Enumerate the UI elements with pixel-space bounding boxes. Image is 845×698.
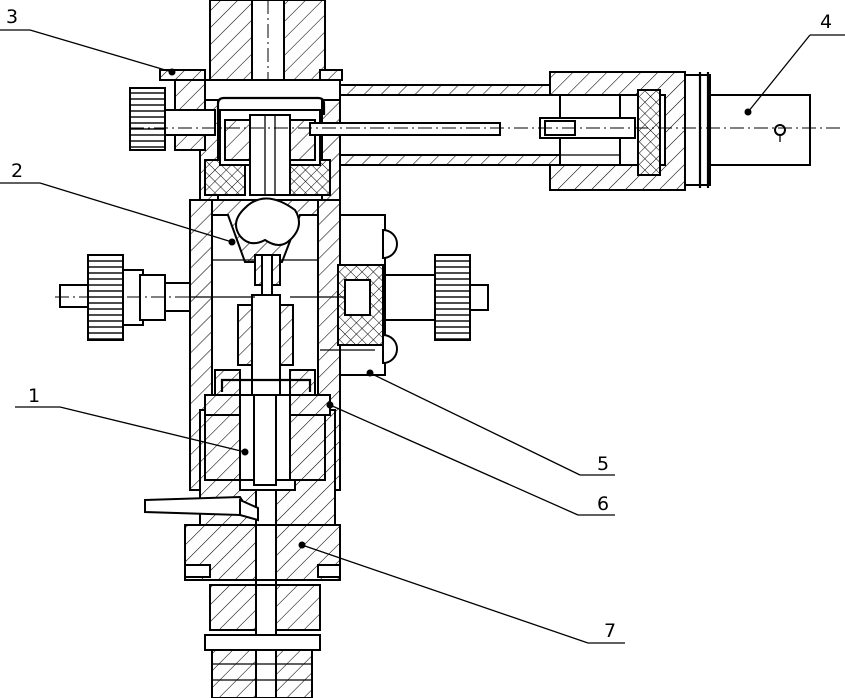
leader-lines <box>0 29 845 644</box>
upper-chamber <box>199 79 341 201</box>
callout-1: 1 <box>28 385 40 407</box>
callout-4: 4 <box>820 11 832 33</box>
callout-2: 2 <box>11 160 23 182</box>
sample-funnel <box>211 197 319 263</box>
needle-assembly <box>204 254 331 486</box>
callout-5: 5 <box>597 453 609 475</box>
callout-3: 3 <box>6 6 18 28</box>
left-adjust-knob <box>55 254 255 341</box>
upper-arm <box>129 69 840 191</box>
callout-6: 6 <box>597 493 609 515</box>
side-inlet <box>144 495 259 522</box>
callout-7: 7 <box>604 620 616 642</box>
right-cell <box>290 214 489 376</box>
callout-labels: 1 2 3 4 5 6 7 <box>6 6 832 642</box>
